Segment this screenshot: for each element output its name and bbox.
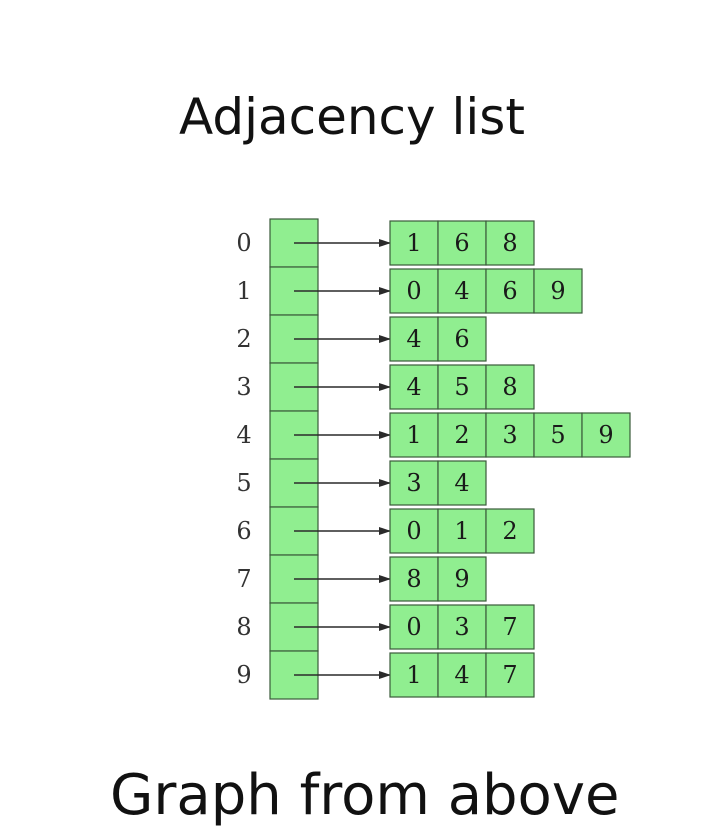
neighbor-cell <box>485 412 535 458</box>
neighbor-value: 9 <box>598 421 613 449</box>
neighbor-value: 8 <box>406 565 421 593</box>
neighbor-value: 5 <box>550 421 565 449</box>
neighbor-value: 3 <box>406 469 421 497</box>
neighbor-value: 4 <box>406 373 421 401</box>
neighbor-value: 8 <box>502 373 517 401</box>
neighbor-value: 3 <box>502 421 517 449</box>
neighbor-value: 4 <box>454 277 469 305</box>
neighbor-cell <box>533 268 583 314</box>
neighbor-cell <box>437 220 487 266</box>
adjacency-row: 8 0 3 7 <box>236 602 535 652</box>
neighbor-cell <box>485 220 535 266</box>
neighbor-value: 4 <box>454 469 469 497</box>
neighbor-value: 0 <box>406 517 421 545</box>
neighbor-cell <box>581 412 631 458</box>
neighbor-cell <box>389 556 439 602</box>
neighbor-value: 1 <box>454 517 469 545</box>
neighbor-cell <box>389 508 439 554</box>
vertex-index-label: 7 <box>236 565 251 593</box>
neighbor-value: 2 <box>454 421 469 449</box>
adjacency-row: 2 4 6 <box>236 314 487 364</box>
neighbor-cell <box>389 652 439 698</box>
neighbor-cell <box>437 652 487 698</box>
neighbor-value: 4 <box>406 325 421 353</box>
neighbor-cell <box>485 508 535 554</box>
neighbor-cell <box>437 604 487 650</box>
vertex-index-label: 4 <box>236 421 251 449</box>
neighbor-value: 0 <box>406 277 421 305</box>
neighbor-value: 1 <box>406 229 421 257</box>
footer-text: Graph from above <box>110 763 620 828</box>
neighbor-cell <box>485 652 535 698</box>
vertex-index-label: 5 <box>236 469 251 497</box>
neighbor-cell <box>437 508 487 554</box>
adjacency-row: 7 8 9 <box>236 554 487 604</box>
neighbor-value: 5 <box>454 373 469 401</box>
neighbor-cell <box>437 316 487 362</box>
neighbor-value: 7 <box>502 661 517 689</box>
neighbor-value: 9 <box>550 277 565 305</box>
neighbor-cell <box>437 412 487 458</box>
adjacency-row: 0 1 6 8 <box>236 218 535 268</box>
vertex-index-label: 2 <box>236 325 251 353</box>
neighbor-cell <box>437 268 487 314</box>
adjacency-row: 9 1 4 7 <box>236 650 535 700</box>
vertex-index-label: 0 <box>236 229 251 257</box>
vertex-index-label: 1 <box>236 277 251 305</box>
adjacency-row: 3 4 5 8 <box>236 362 535 412</box>
neighbor-value: 4 <box>454 661 469 689</box>
neighbor-cell <box>389 316 439 362</box>
adjacency-row: 6 0 1 2 <box>236 506 535 556</box>
neighbor-cell <box>389 460 439 506</box>
neighbor-value: 1 <box>406 421 421 449</box>
neighbor-value: 8 <box>502 229 517 257</box>
neighbor-value: 7 <box>502 613 517 641</box>
vertex-index-label: 9 <box>236 661 251 689</box>
neighbor-value: 0 <box>406 613 421 641</box>
vertex-index-label: 6 <box>236 517 251 545</box>
diagram-title: Adjacency list <box>179 88 525 146</box>
neighbor-cell <box>437 460 487 506</box>
neighbor-value: 6 <box>502 277 517 305</box>
neighbor-value: 3 <box>454 613 469 641</box>
neighbor-cell <box>437 556 487 602</box>
neighbor-value: 6 <box>454 229 469 257</box>
neighbor-value: 6 <box>454 325 469 353</box>
adjacency-row: 5 3 4 <box>236 458 487 508</box>
neighbor-cell <box>389 364 439 410</box>
vertex-index-label: 8 <box>236 613 251 641</box>
neighbor-cell <box>389 220 439 266</box>
neighbor-value: 1 <box>406 661 421 689</box>
vertex-index-label: 3 <box>236 373 251 401</box>
adjacency-row: 1 0 4 6 9 <box>236 266 583 316</box>
neighbor-cell <box>485 364 535 410</box>
neighbor-value: 2 <box>502 517 517 545</box>
adjacency-row: 4 1 2 3 5 9 <box>236 410 631 460</box>
neighbor-cell <box>485 604 535 650</box>
neighbor-value: 9 <box>454 565 469 593</box>
neighbor-cell <box>389 412 439 458</box>
